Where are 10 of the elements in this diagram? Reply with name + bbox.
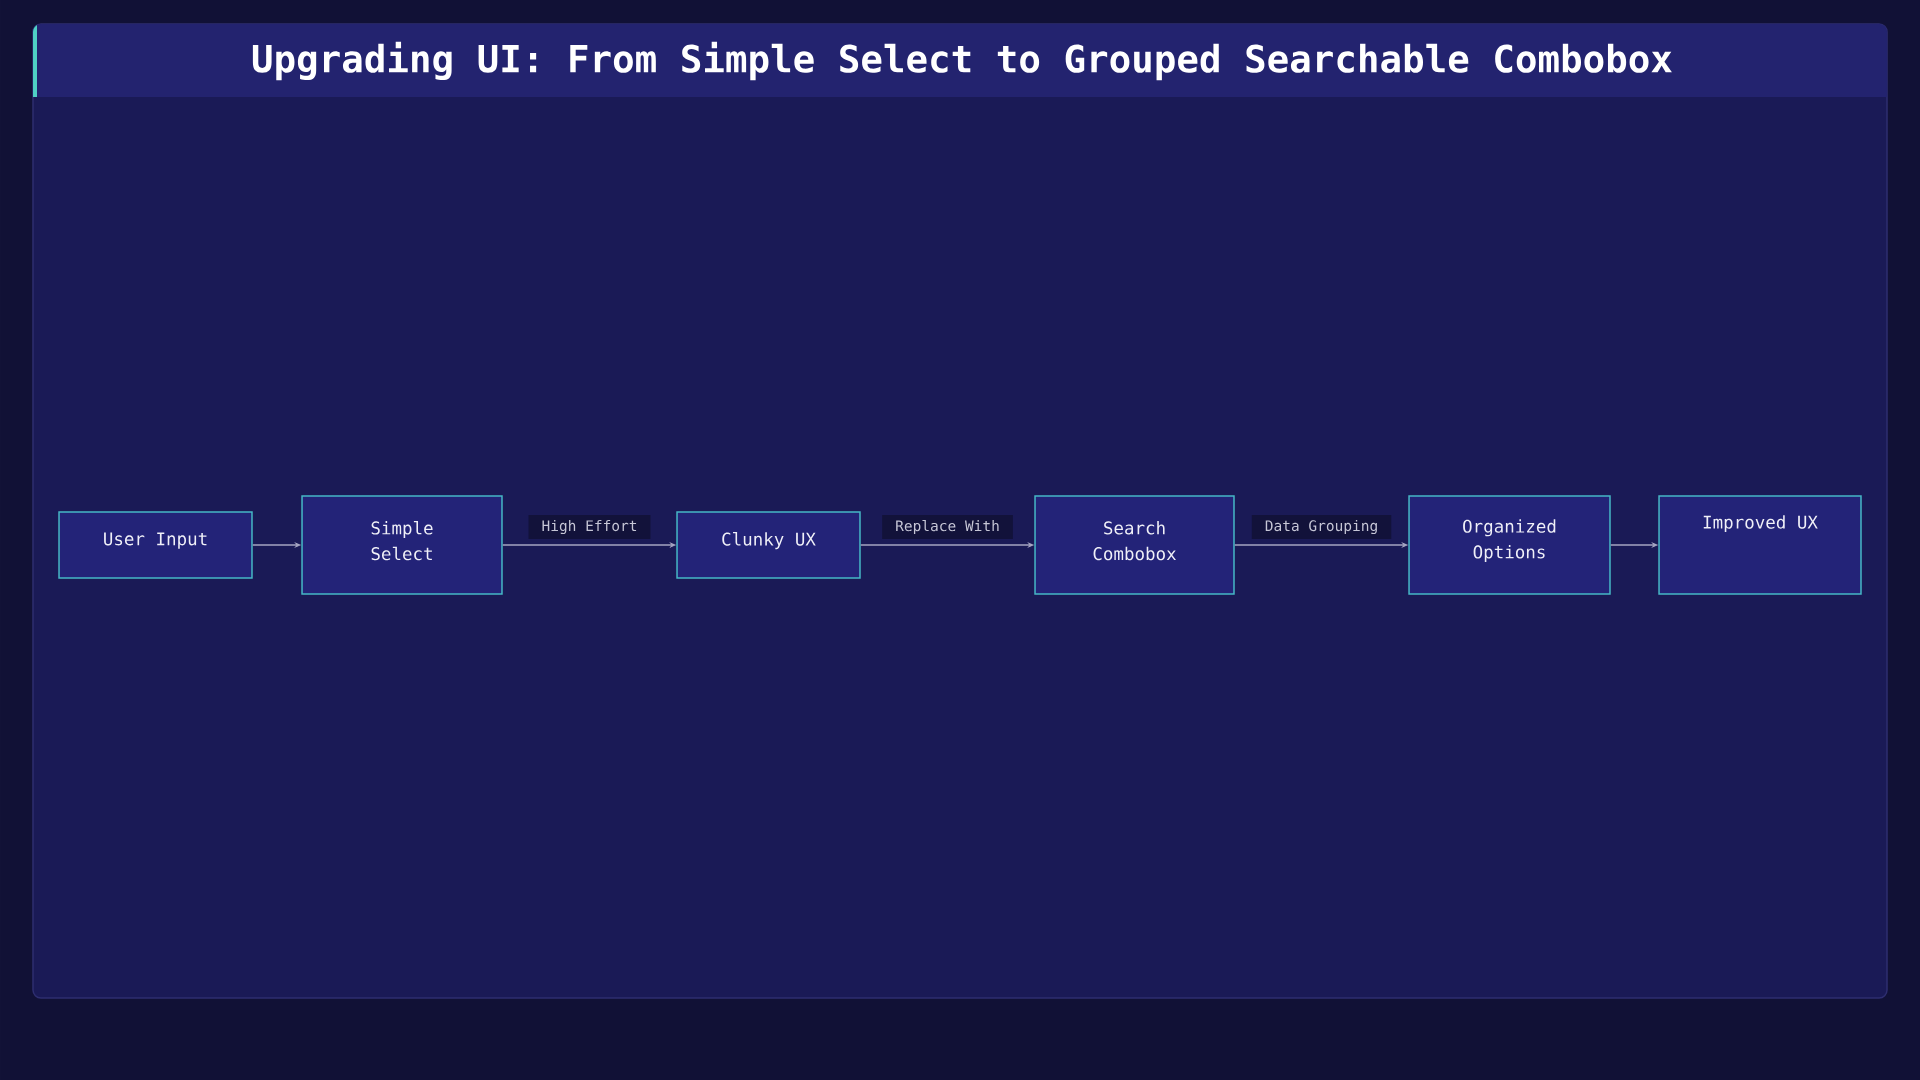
edge-label: Replace With bbox=[882, 514, 1013, 540]
process-box: Simple Select bbox=[301, 495, 503, 595]
process-box: Improved UX bbox=[1658, 495, 1862, 595]
edge-label: High Effort bbox=[528, 514, 651, 540]
edge-label: Data Grouping bbox=[1251, 514, 1392, 540]
title-bar: Upgrading UI: From Simple Select to Grouped Searchable Combobox bbox=[33, 24, 1887, 97]
process-box: Search Combobox bbox=[1034, 495, 1235, 595]
process-box: User Input bbox=[58, 511, 253, 579]
process-box: Organized Options bbox=[1408, 495, 1611, 595]
process-box: Clunky UX bbox=[676, 511, 861, 579]
